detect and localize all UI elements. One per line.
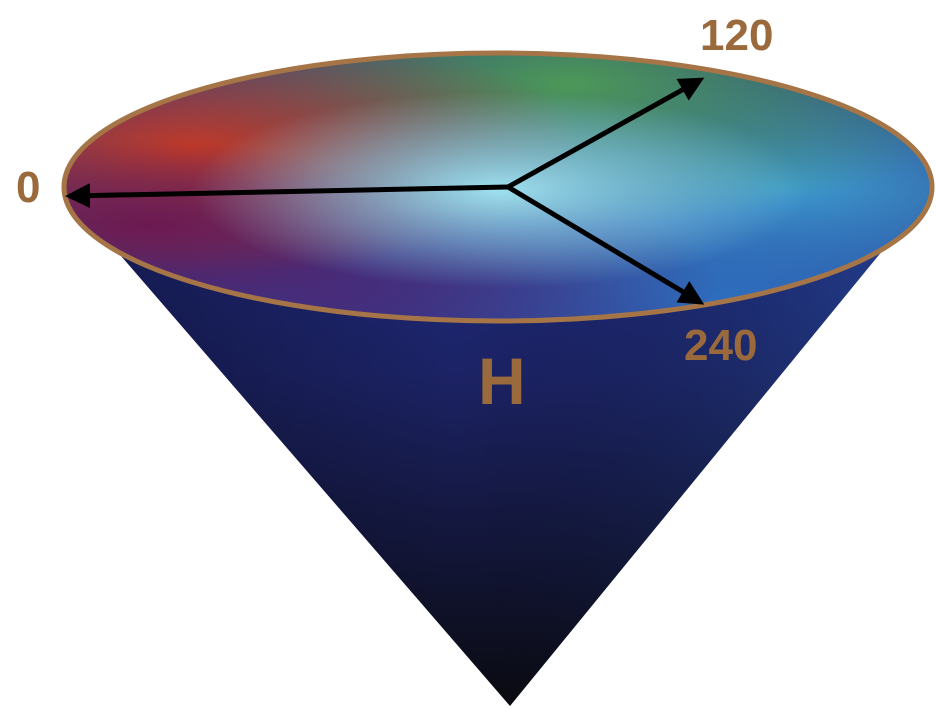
- label-hue-120: 120: [700, 11, 773, 60]
- arrow-hue-120: [506, 77, 705, 190]
- arrow-hue-0: [65, 183, 509, 209]
- label-hue-240: 240: [684, 321, 757, 370]
- arrow-hue-240: [506, 184, 705, 305]
- label-hue-0: 0: [16, 163, 40, 212]
- hue-rim: [61, 50, 935, 324]
- cone-shading: [64, 190, 932, 706]
- label-hue-axis: H: [478, 344, 526, 418]
